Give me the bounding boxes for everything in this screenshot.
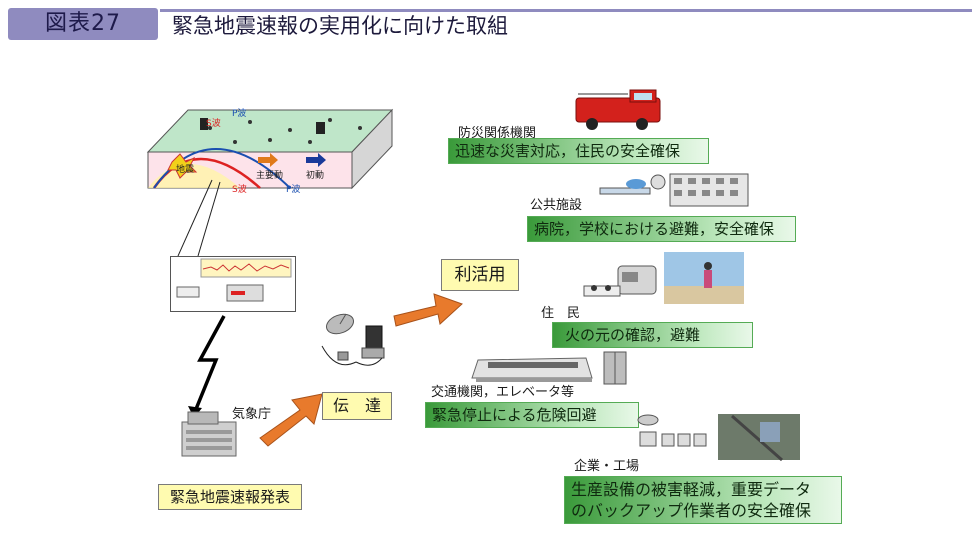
- initial-motion-label: 初動: [306, 171, 325, 181]
- p-wave-label-bottom: P波: [286, 185, 301, 195]
- building-icon: [181, 411, 237, 457]
- main-motion-label: 主要動: [256, 171, 284, 181]
- use-text-transport: 緊急停止による危険回避: [425, 402, 639, 428]
- use-text-residents: 火の元の確認，避難: [552, 322, 753, 348]
- use-category-enterprise: 企業・工場: [574, 459, 640, 474]
- use-text-enterprise: 生産設備の被害軽減，重要データ のバックアップ作業者の安全確保: [564, 476, 842, 524]
- earthquake-diagram: [146, 108, 394, 190]
- utilize-label: 利活用: [441, 259, 519, 291]
- fire-truck-icon: [575, 89, 661, 130]
- residents-icon: [583, 252, 744, 304]
- s-wave-label-top: S波: [206, 119, 221, 129]
- use-category-agency: 防災関係機関: [458, 126, 537, 141]
- factory-icon: [637, 414, 800, 462]
- train-elevator-icon: [471, 351, 627, 385]
- use-text-public: 病院，学校における避難，安全確保: [527, 216, 796, 242]
- agency-caption: 緊急地震速報発表: [158, 484, 302, 510]
- page-title: 緊急地震速報の実用化に向けた取組: [172, 14, 508, 38]
- transmit-label: 伝 達: [322, 392, 392, 420]
- use-text-enterprise-line2: のバックアップ作業者の安全確保: [571, 501, 812, 520]
- use-text-agency: 迅速な災害対応，住民の安全確保: [448, 138, 709, 164]
- satellite-dish-icon: [321, 313, 385, 366]
- use-category-transport: 交通機関，エレベータ等: [431, 385, 575, 400]
- hospital-school-icon: [599, 173, 749, 207]
- s-wave-label-bottom: S波: [232, 185, 247, 195]
- use-text-enterprise-line1: 生産設備の被害軽減，重要データ: [571, 480, 812, 499]
- agency-label: 気象庁: [232, 407, 272, 422]
- header-rule: [160, 9, 972, 12]
- seismometer-box: [170, 256, 296, 312]
- figure-number: 図表27: [8, 8, 158, 40]
- use-category-residents: 住 民: [541, 306, 581, 321]
- p-wave-label-top: P波: [232, 109, 247, 119]
- use-category-public: 公共施設: [530, 198, 583, 213]
- epicenter-label: 地震: [176, 165, 195, 175]
